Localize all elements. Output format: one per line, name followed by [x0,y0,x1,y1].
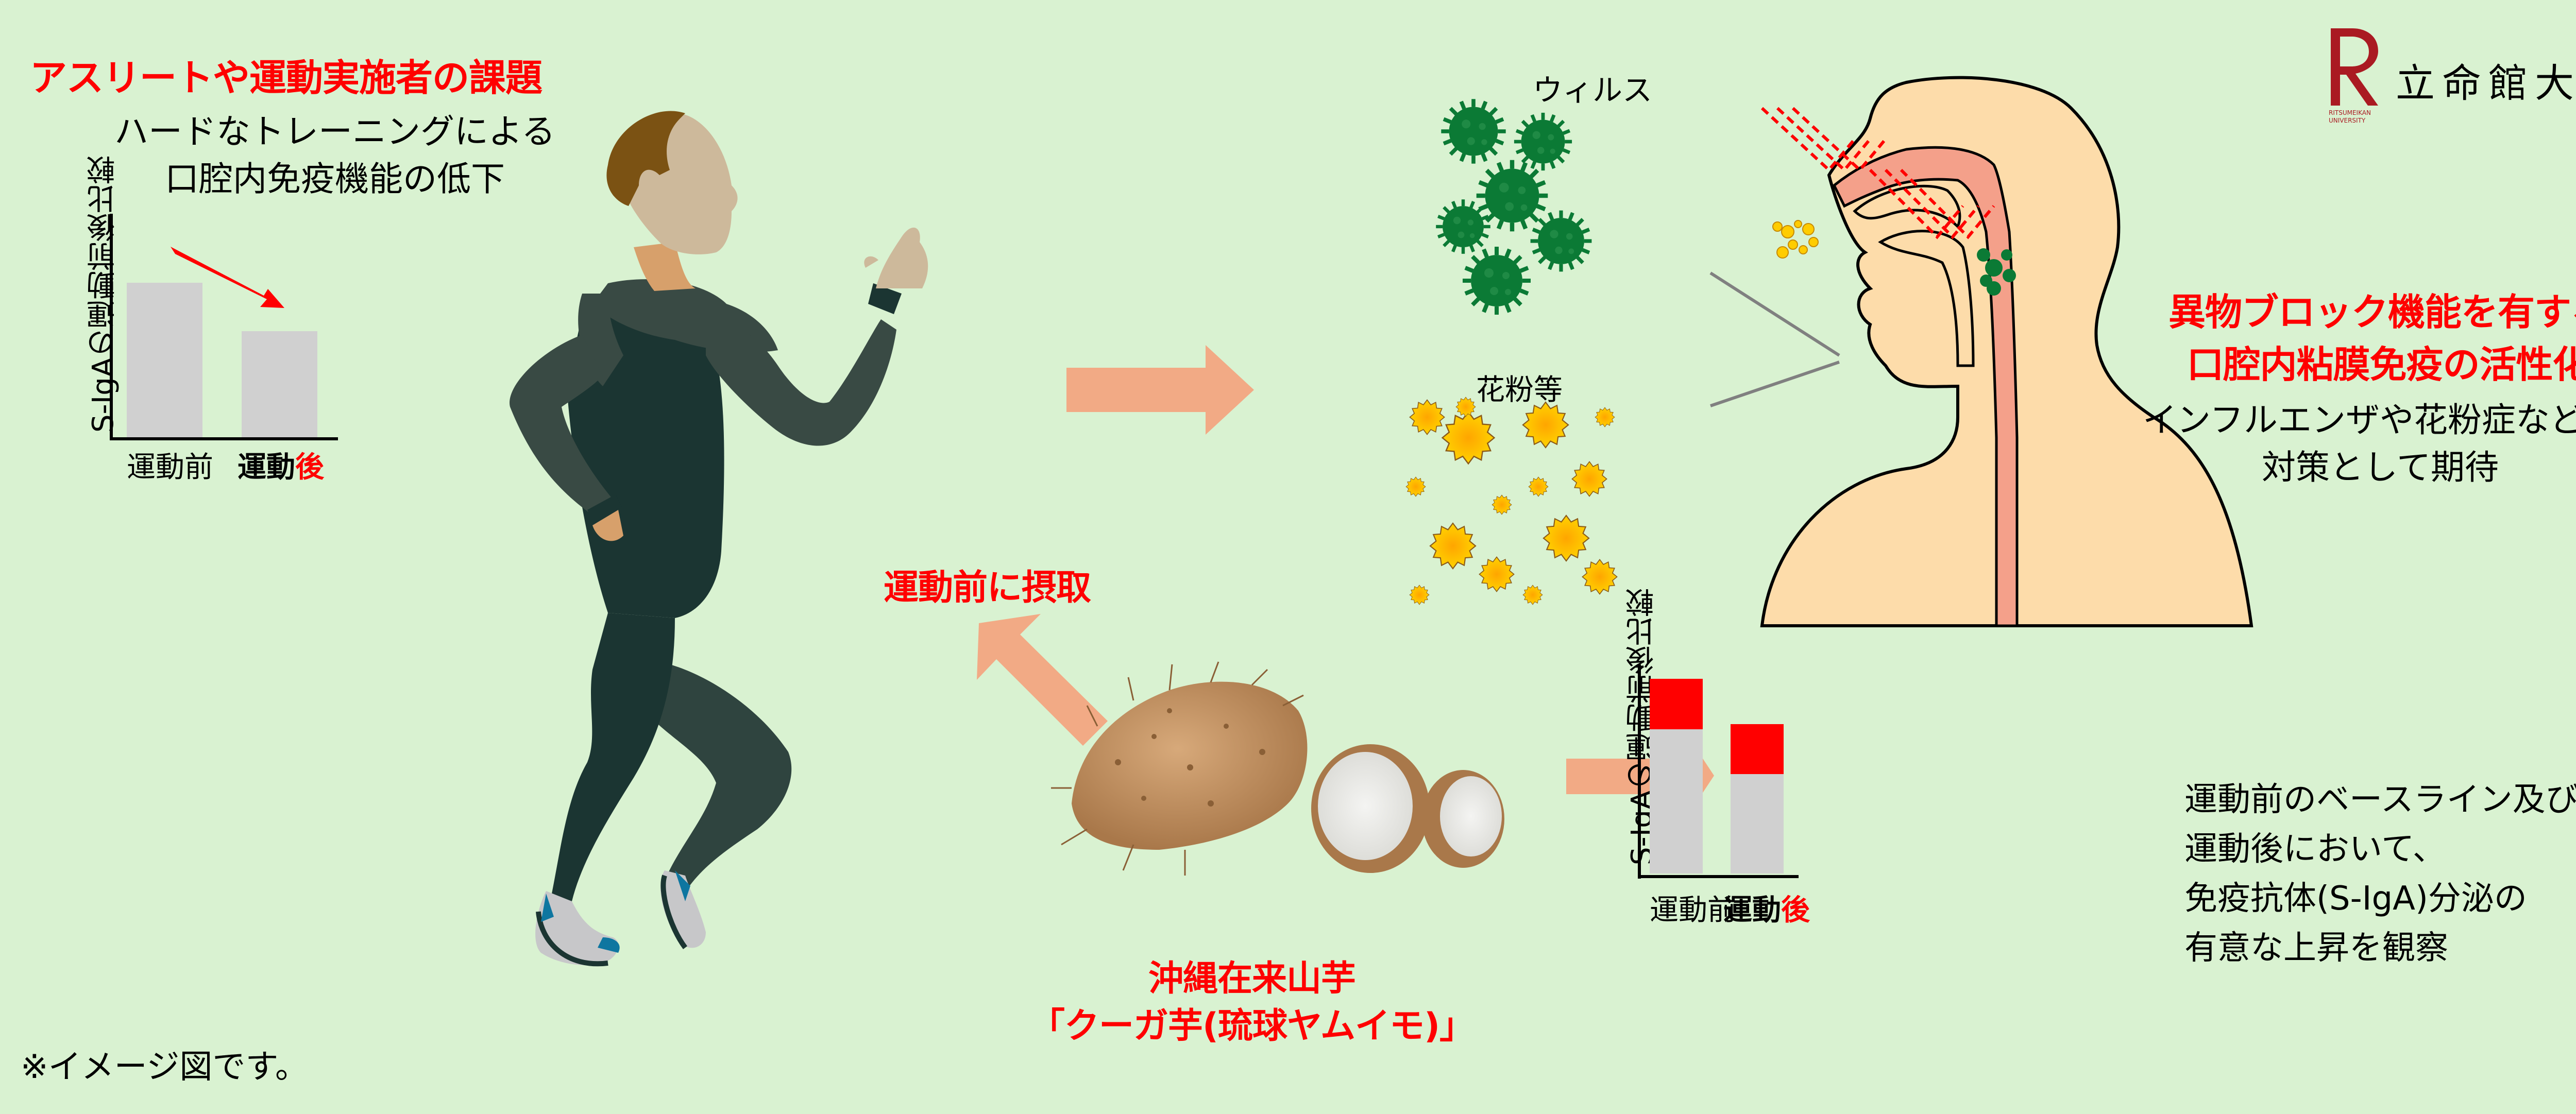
right-bar-chart: S-IgAの運動前後比較 運動前 運動後 [1623,588,2215,1107]
effect-title-line-2: 口腔内粘膜免疫の活性化 [2187,343,2576,386]
yam-label-line-2: 「クーガ芋(琉球ヤムイモ)」 [1029,1006,1475,1047]
logo-english-line-1: RITSUMEIKAN [2329,109,2371,116]
virus-cluster-icon [1417,77,1736,345]
challenge-title: アスリートや運動実施者の課題 [30,56,543,99]
bar-after-increase [1731,724,1784,774]
effect-description-line-2: 対策として期待 [2261,448,2499,487]
right-arrow-icon [1066,345,1254,435]
xlabel-after-prefix: 運動 [1723,894,1781,927]
xlabel-after-suffix: 後 [1781,894,1810,927]
result-text: 運動前のベースライン及び 運動後において、 免疫抗体(S-IgA)分泌の 有意な… [2184,775,2576,973]
pointer-lines [1709,271,1840,407]
bar-before-base [1650,729,1703,873]
pollen-cluster-icon [1405,397,1618,605]
right-chart-xlabel-after: 運動後 [1723,887,1810,929]
up-left-arrow-icon [977,614,1108,746]
result-line-4: 有意な上昇を観察 [2184,929,2448,967]
right-chart-xlabel-before: 運動前 [1650,894,1736,927]
left-chart-plot [110,214,338,440]
pollen-label: 花粉等 [1476,373,1563,407]
intake-label: 運動前に摂取 [884,568,1091,608]
left-chart-xlabel-after: 運動後 [232,444,330,486]
bar-before [127,283,202,437]
yam-illustration-icon [1051,661,1504,876]
xlabel-after-prefix: 運動 [238,451,295,484]
left-bar-chart: S-IgAの運動前後比較 運動前 運動後 [77,156,567,644]
challenge-subtitle-line-1: ハードなトレーニングによる [114,112,556,151]
effect-title: 異物ブロック機能を有する 口腔内粘膜免疫の活性化 [2117,286,2576,391]
yam-label: 沖縄在来山芋 「クーガ芋(琉球ヤムイモ)」 [969,955,1535,1050]
right-chart-plot [1638,664,1799,879]
xlabel-after-suffix: 後 [295,451,324,484]
challenge-subtitle: ハードなトレーニングによる 口腔内免疫機能の低下 [72,108,598,203]
effect-title-line-1: 異物ブロック機能を有する [2168,290,2576,334]
university-logo: RITSUMEIKAN UNIVERSITY [2329,28,2380,126]
bar-after [242,331,317,437]
yam-label-line-1: 沖縄在来山芋 [1148,958,1356,999]
footnote: ※イメージ図です。 [21,1048,308,1086]
virus-label: ウィルス [1533,73,1653,108]
decrease-arrow-icon [171,247,284,308]
university-name: 立命館大学 [2396,60,2576,106]
bar-after-base [1731,774,1784,873]
logo-r-icon [2331,28,2378,106]
result-line-3: 免疫抗体(S-IgA)分泌の [2184,880,2527,918]
logo-english: RITSUMEIKAN UNIVERSITY [2329,109,2371,125]
challenge-subtitle-line-2: 口腔内免疫機能の低下 [165,159,505,199]
left-chart-xlabel-before: 運動前 [127,451,213,484]
effect-description: インフルエンザや花粉症などの 対策として期待 [2102,397,2576,491]
logo-english-line-2: UNIVERSITY [2329,117,2366,124]
effect-description-line-1: インフルエンザや花粉症などの [2142,400,2576,440]
result-line-1: 運動前のベースライン及び [2184,781,2576,819]
result-line-2: 運動後において、 [2184,830,2446,868]
head-cross-section-icon [1760,76,2253,627]
runner-illustration-icon [510,111,928,967]
bar-before-increase [1650,679,1703,729]
